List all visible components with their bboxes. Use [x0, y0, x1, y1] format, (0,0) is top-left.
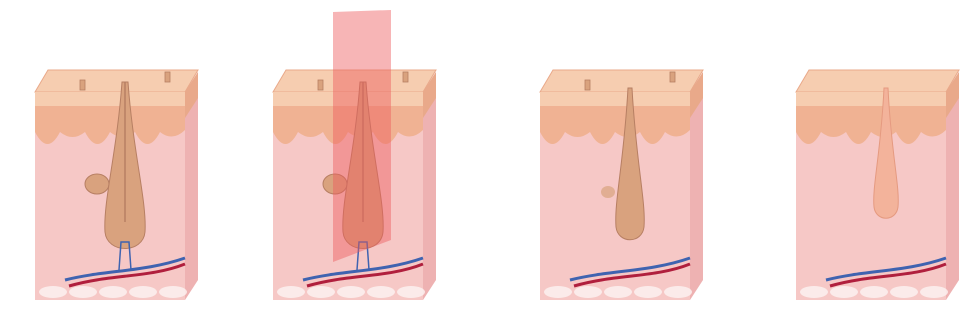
hair-stub [165, 72, 170, 82]
fat-lobule [544, 286, 572, 298]
skin-surface [796, 70, 959, 92]
fat-lobule [920, 286, 948, 298]
fat-lobule [830, 286, 858, 298]
fat-lobule [159, 286, 187, 298]
hair-stub [80, 80, 85, 90]
stratum-layer [796, 92, 946, 106]
fat-lobule [890, 286, 918, 298]
fat-lobule [337, 286, 365, 298]
hair-stub [403, 72, 408, 82]
skin-surface [35, 70, 198, 92]
skin-block-4 [796, 70, 959, 300]
hair-stub [670, 72, 675, 82]
skin-block-1 [35, 70, 198, 300]
fat-lobule [604, 286, 632, 298]
fat-lobule [129, 286, 157, 298]
skin-surface [540, 70, 703, 92]
sebaceous-gland [85, 174, 109, 194]
fat-lobule [69, 286, 97, 298]
fat-lobule [397, 286, 425, 298]
fat-lobule [39, 286, 67, 298]
skin-block-2 [273, 10, 436, 300]
fat-lobule [574, 286, 602, 298]
fat-lobule [307, 286, 335, 298]
stratum-layer [540, 92, 690, 106]
light-beam [333, 10, 391, 262]
fat-lobule [277, 286, 305, 298]
fat-lobule [634, 286, 662, 298]
fat-lobule [99, 286, 127, 298]
fat-lobule [664, 286, 692, 298]
hair-stub [585, 80, 590, 90]
skin-block-3 [540, 70, 703, 300]
sebaceous-gland [601, 186, 615, 198]
fat-lobule [367, 286, 395, 298]
stratum-layer [35, 92, 185, 106]
fat-lobule [860, 286, 888, 298]
fat-lobule [800, 286, 828, 298]
hair-stub [318, 80, 323, 90]
